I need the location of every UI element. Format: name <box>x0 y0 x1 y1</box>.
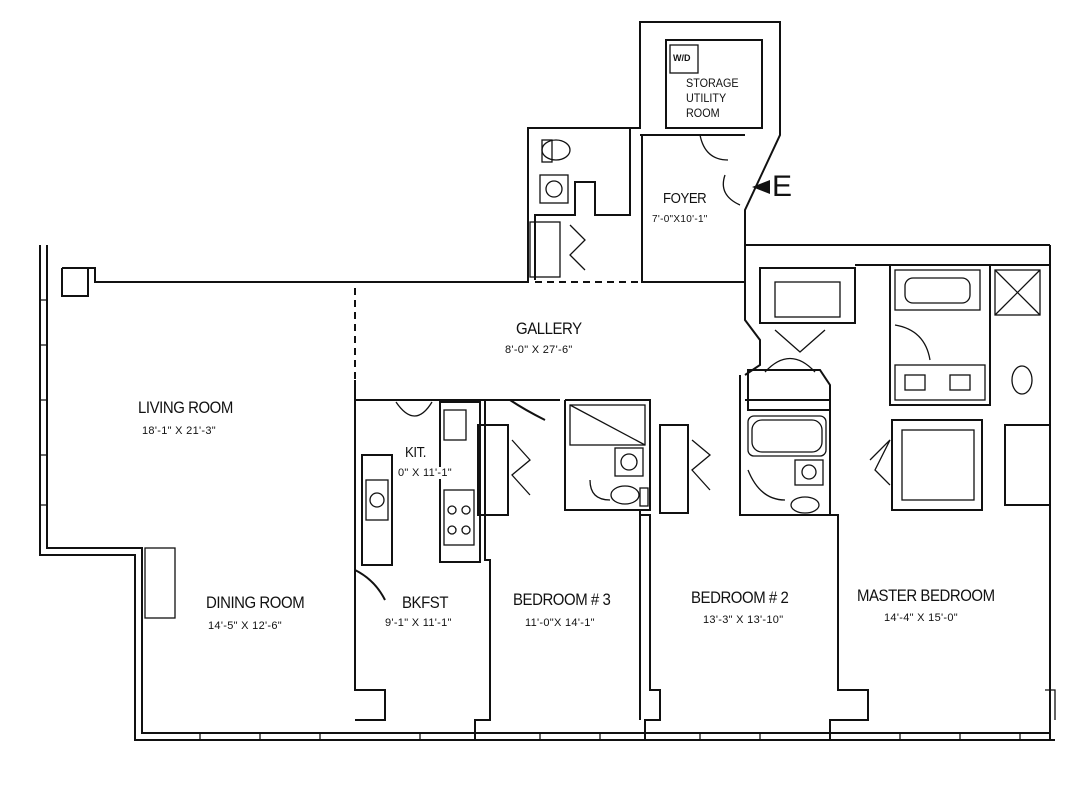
living-room-name: LIVING ROOM <box>138 398 233 417</box>
entry-label: E <box>772 170 793 203</box>
kitchen-name: KIT. <box>405 444 426 461</box>
kitchen-dims: 0" X 11'-1" <box>398 467 452 479</box>
dining-room-dims: 14'-5" X 12'-6" <box>208 620 282 632</box>
gallery-name: GALLERY <box>516 319 582 338</box>
storage-label-1: STORAGE <box>686 76 739 90</box>
foyer-dims: 7'-0"X10'-1" <box>652 214 708 225</box>
storage-label-3: ROOM <box>686 106 720 120</box>
storage-label-2: UTILITY <box>686 91 727 105</box>
bedroom2-dims: 13'-3" X 13'-10" <box>703 614 784 626</box>
foyer-name: FOYER <box>663 190 707 207</box>
gallery-dims: 8'-0" X 27'-6" <box>505 344 573 356</box>
wd-label: W/D <box>673 53 691 63</box>
bedroom2-name: BEDROOM # 2 <box>691 588 789 607</box>
bkfst-dims: 9'-1" X 11'-1" <box>385 617 452 629</box>
master-bedroom-dims: 14'-4" X 15'-0" <box>884 612 958 624</box>
bkfst-name: BKFST <box>402 593 449 612</box>
master-bedroom-name: MASTER BEDROOM <box>857 586 995 605</box>
exterior-walls <box>39 21 1056 741</box>
bedroom3-name: BEDROOM # 3 <box>513 590 611 609</box>
living-room-dims: 18'-1" X 21'-3" <box>142 425 216 437</box>
dining-room-name: DINING ROOM <box>206 593 305 612</box>
bedroom3-dims: 11'-0"X 14'-1" <box>525 617 595 629</box>
entry-arrow <box>752 180 770 194</box>
